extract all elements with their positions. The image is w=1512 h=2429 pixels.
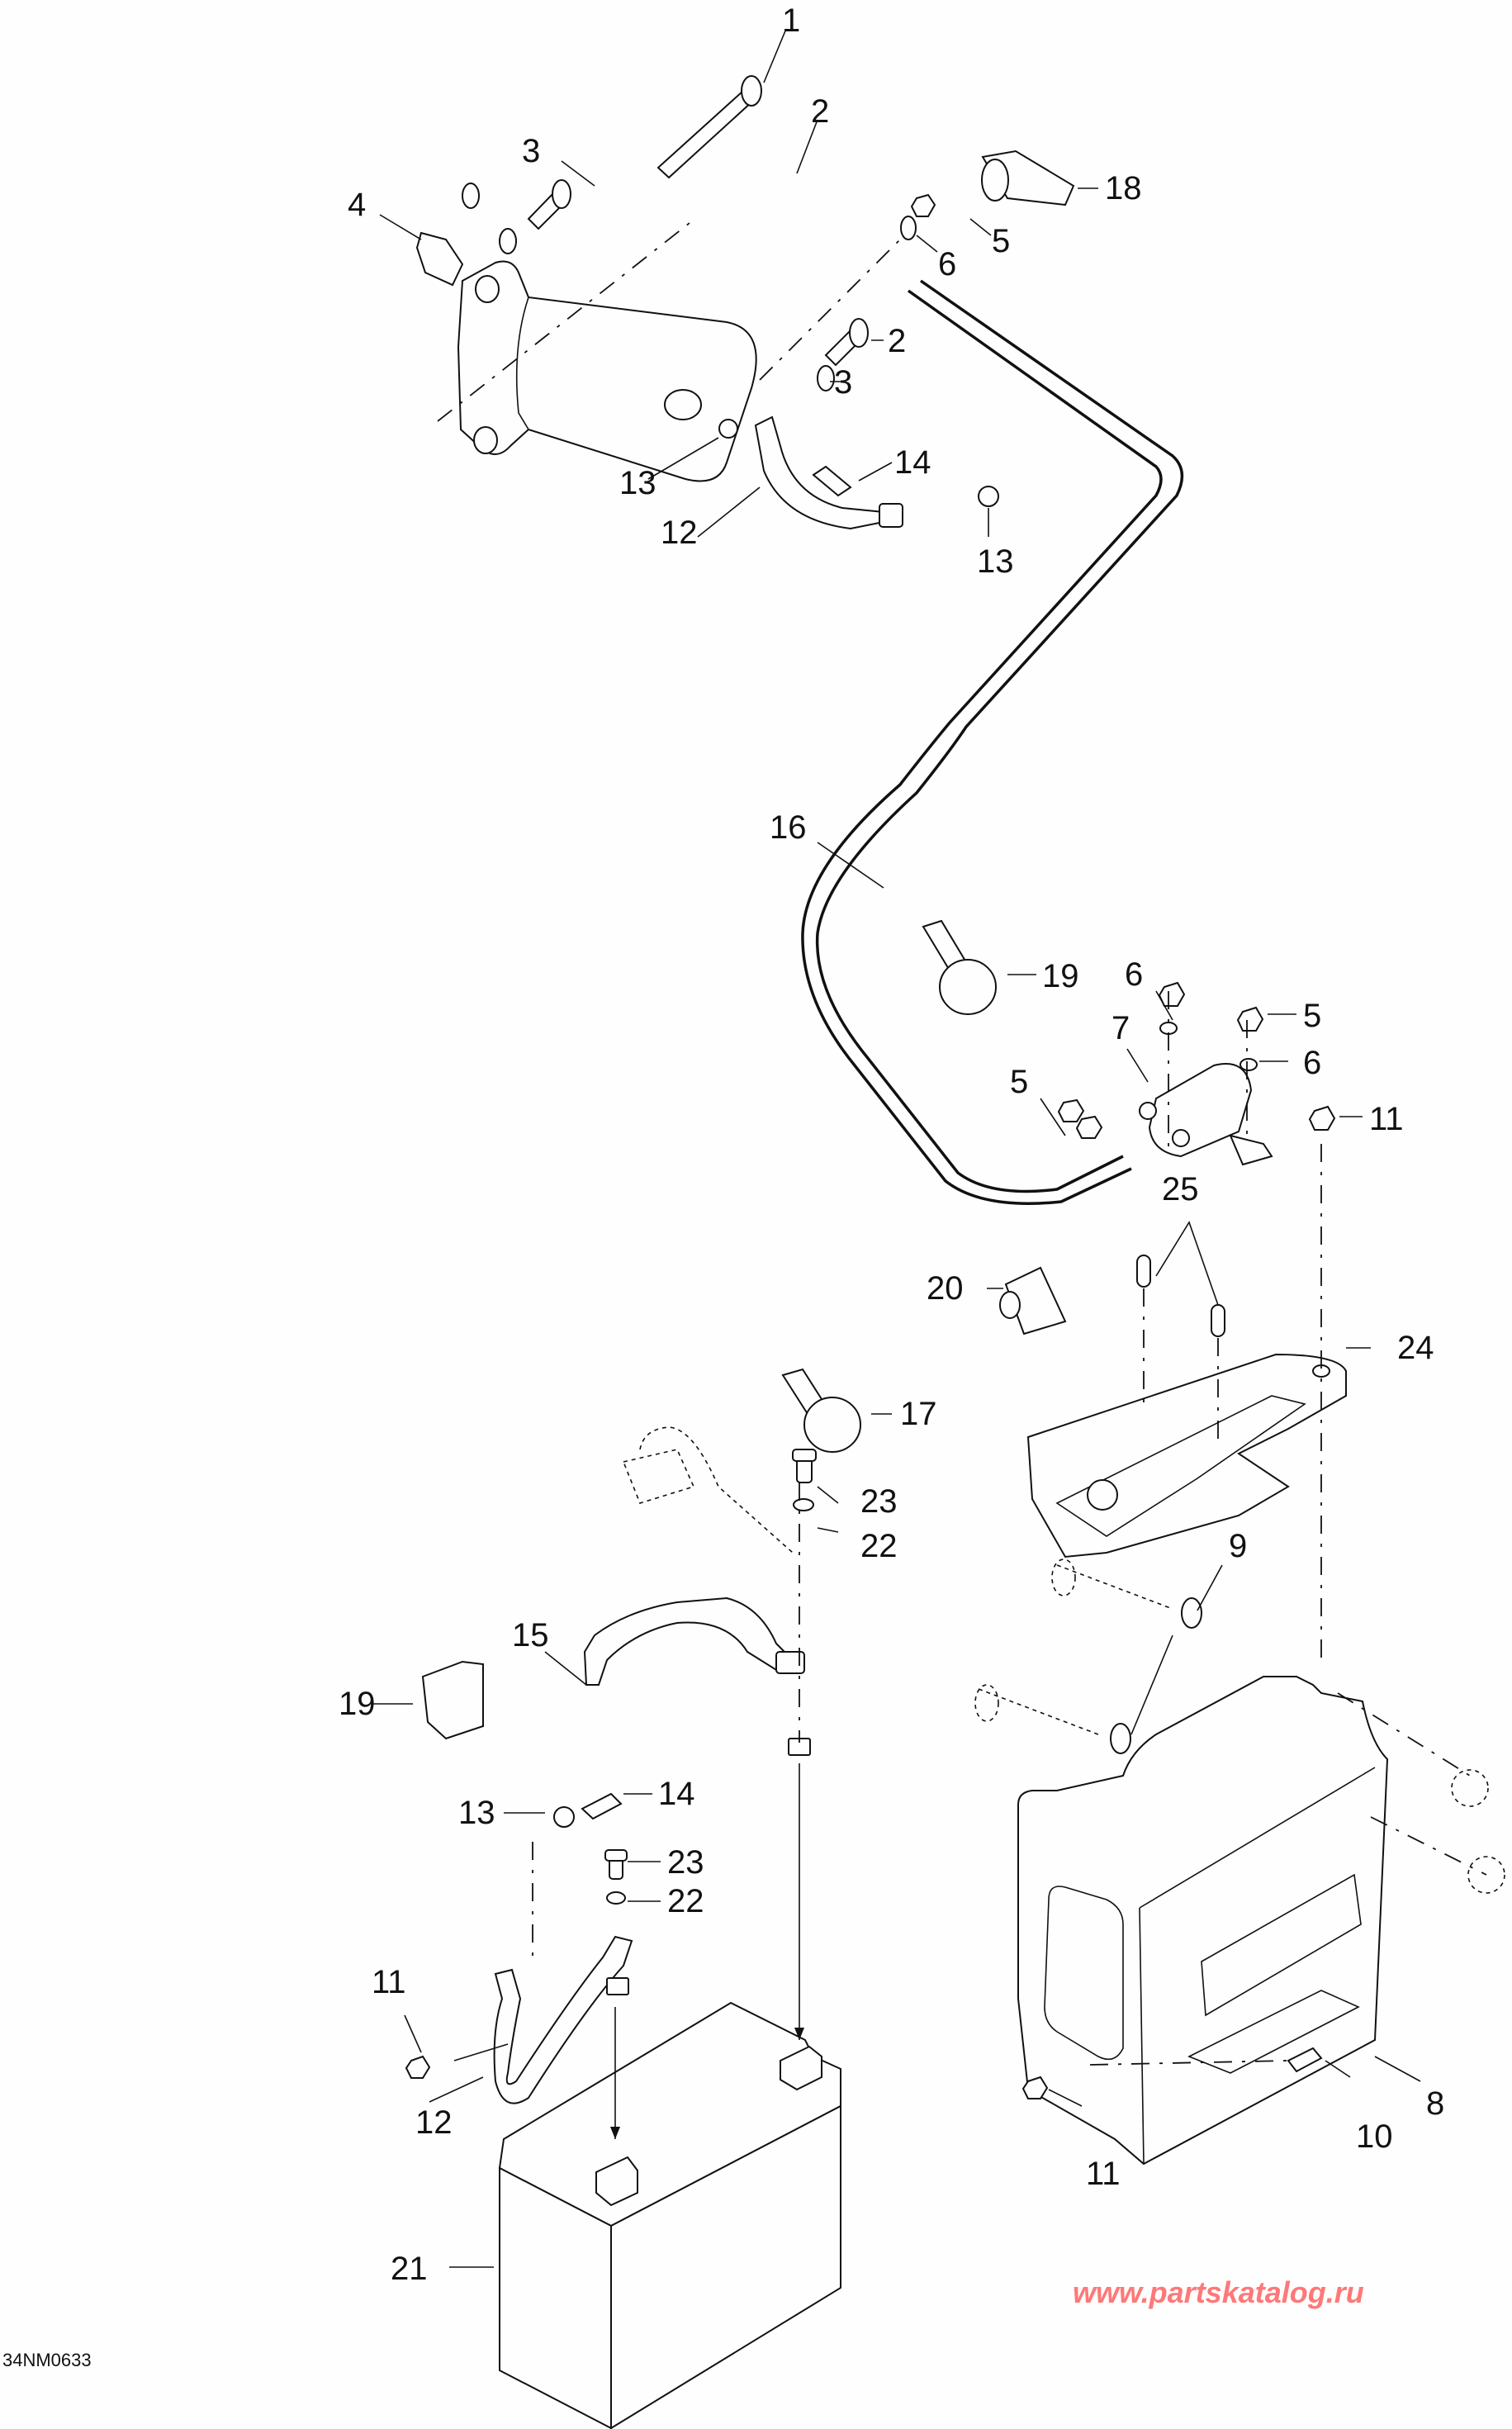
callout-19-upper[interactable]: 19	[1042, 958, 1079, 994]
solenoid-7[interactable]	[1139, 1063, 1273, 1166]
bolt-1[interactable]	[656, 75, 762, 179]
battery-box-8[interactable]	[1017, 1676, 1389, 2166]
cable-12-lower[interactable]	[493, 1935, 633, 2104]
callout-22-upper[interactable]: 22	[860, 1528, 898, 1564]
nut-5-upper[interactable]	[910, 193, 936, 217]
square-nut-lower[interactable]	[606, 1977, 629, 1995]
callout-9[interactable]: 9	[1229, 1528, 1248, 1564]
cap-19-lower[interactable]	[421, 1660, 484, 1740]
bolt-2-lower[interactable]	[824, 318, 869, 367]
callout-7[interactable]: 7	[1111, 1010, 1130, 1046]
callout-11-left[interactable]: 11	[372, 1964, 406, 2000]
nut-11-left[interactable]	[405, 2055, 431, 2079]
callout-5-upper[interactable]: 5	[992, 223, 1011, 259]
cable-12-upper[interactable]	[754, 415, 903, 530]
terminal-arrows	[610, 1763, 804, 2139]
callout-18[interactable]: 18	[1105, 170, 1142, 206]
washers-3-upper[interactable]	[462, 183, 517, 254]
callout-3-lower[interactable]: 3	[834, 364, 853, 401]
bolt-14-lower[interactable]	[581, 1792, 623, 1820]
washer-3-lower[interactable]	[817, 365, 835, 391]
callout-23-lower[interactable]: 23	[667, 1844, 704, 1881]
callout-11-lower[interactable]: 11	[1086, 2156, 1121, 2192]
battery-21[interactable]	[498, 2001, 841, 2429]
cap-18[interactable]	[981, 149, 1075, 206]
washer-6-middle[interactable]	[1159, 1022, 1178, 1035]
bolt-14-upper[interactable]	[812, 465, 852, 497]
callout-14-upper[interactable]: 14	[894, 444, 931, 481]
ghost-bolts-and-nuts	[974, 1558, 1505, 1894]
callout-13-lower[interactable]: 13	[458, 1795, 495, 1831]
cap-17[interactable]	[781, 1368, 861, 1453]
callout-6-right[interactable]: 6	[1303, 1045, 1322, 1081]
callout-24[interactable]: 24	[1397, 1330, 1434, 1366]
callout-17[interactable]: 17	[900, 1396, 937, 1432]
cap-20[interactable]	[999, 1266, 1067, 1335]
nuts-5-left[interactable]	[1057, 1098, 1103, 1139]
washers-9[interactable]	[1110, 1597, 1202, 1754]
callout-23-upper[interactable]: 23	[860, 1483, 898, 1520]
cable-16[interactable]	[801, 279, 1184, 1205]
callout-12-lower[interactable]: 12	[415, 2104, 453, 2141]
cap-19-upper[interactable]	[922, 919, 997, 1015]
callout-11-upper[interactable]: 11	[1369, 1101, 1404, 1137]
callout-4[interactable]: 4	[348, 187, 367, 223]
callout-25[interactable]: 25	[1162, 1171, 1199, 1207]
bolt-23-lower[interactable]	[604, 1849, 628, 1880]
washer-22-lower[interactable]	[606, 1891, 626, 1905]
callout-3-upper[interactable]: 3	[522, 133, 541, 169]
callout-6-middle[interactable]: 6	[1125, 956, 1144, 993]
nut-11-lower[interactable]	[1021, 2076, 1049, 2099]
callout-16[interactable]: 16	[770, 809, 807, 846]
figure-code: 34NM0633	[2, 2350, 92, 2370]
callout-20[interactable]: 20	[927, 1270, 964, 1307]
assembly-axes	[437, 222, 1487, 2066]
callout-22-lower[interactable]: 22	[667, 1883, 704, 1919]
lock-washer-13-lower[interactable]	[553, 1806, 575, 1828]
watermark: www.partskatalog.ru	[1073, 2275, 1364, 2309]
bolt-2-upper[interactable]	[527, 179, 571, 230]
nut-11-upper[interactable]	[1308, 1105, 1336, 1131]
callout-14-lower[interactable]: 14	[658, 1776, 695, 1812]
washer-22-upper[interactable]	[793, 1498, 814, 1511]
lock-washer-13-right[interactable]	[978, 486, 999, 507]
bolt-10[interactable]	[1287, 2047, 1323, 2073]
callout-13-right[interactable]: 13	[977, 543, 1014, 580]
callout-1[interactable]: 1	[782, 2, 801, 39]
bracket-24[interactable]	[1026, 1353, 1347, 1558]
callout-15[interactable]: 15	[512, 1617, 549, 1653]
lock-washer-13-motor[interactable]	[718, 419, 738, 439]
starter-motor[interactable]	[415, 231, 757, 482]
washer-6-upper[interactable]	[900, 216, 917, 240]
cable-15[interactable]	[583, 1596, 805, 1686]
callout-10[interactable]: 10	[1356, 2118, 1393, 2155]
callout-2-upper[interactable]: 2	[811, 93, 830, 130]
callout-21[interactable]: 21	[391, 2251, 428, 2287]
leader-lines	[373, 28, 1421, 2268]
callout-5-right[interactable]: 5	[1303, 998, 1322, 1034]
nuts-5-right[interactable]	[1158, 981, 1264, 1032]
callout-19-lower[interactable]: 19	[339, 1686, 376, 1722]
callout-5-left[interactable]: 5	[1010, 1064, 1029, 1100]
callout-12-upper[interactable]: 12	[661, 515, 698, 551]
callout-8[interactable]: 8	[1426, 2085, 1445, 2122]
pins-25[interactable]	[1136, 1255, 1225, 1337]
callout-6-upper[interactable]: 6	[938, 246, 957, 282]
callout-13-motor[interactable]: 13	[619, 465, 656, 501]
washer-6-right[interactable]	[1239, 1058, 1258, 1071]
ground-wire-harness[interactable]	[622, 1426, 794, 1554]
bolt-23-upper[interactable]	[792, 1449, 817, 1483]
callout-2-lower[interactable]: 2	[888, 323, 907, 359]
